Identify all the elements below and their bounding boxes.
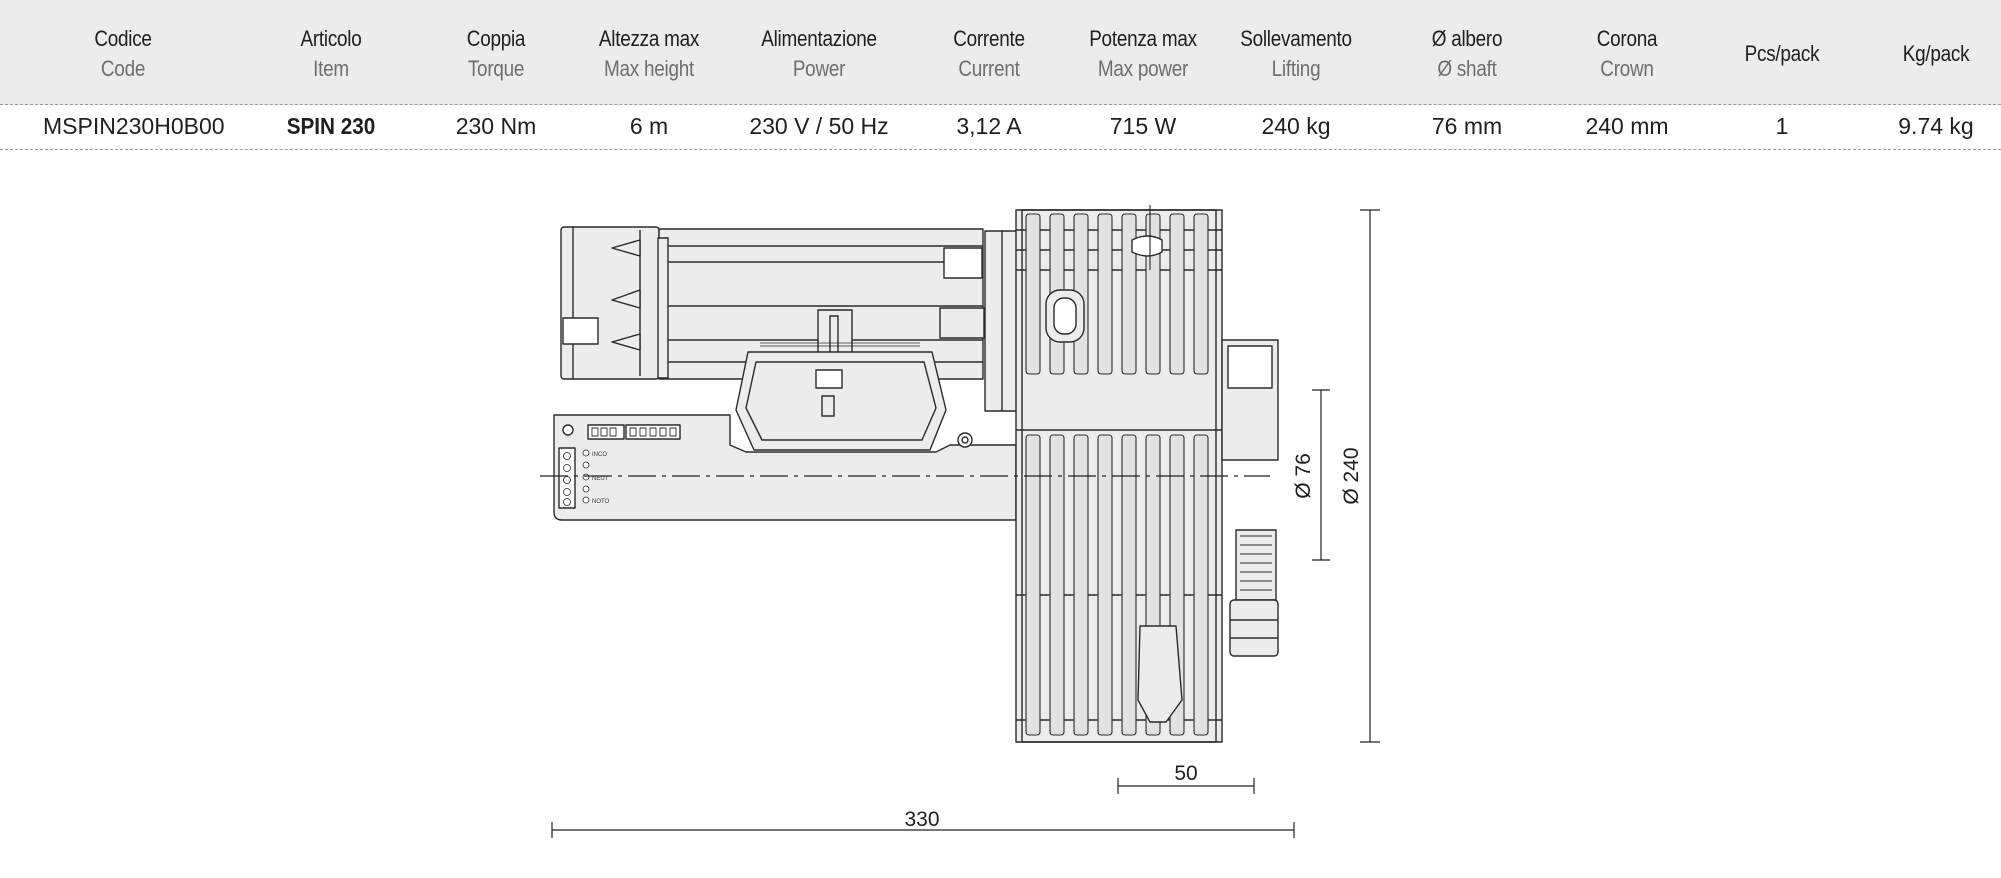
terminal-label-neut: NEUT [592, 476, 609, 482]
header-torque-en: Torque [467, 56, 525, 81]
header-current-it: Corrente [953, 26, 1025, 51]
cell-max-height: 6 m [629, 113, 669, 139]
terminal-label-inco: INCO [592, 452, 607, 458]
dimension-label-crown: Ø 240 [1340, 447, 1363, 504]
header-max-power-it: Potenza max [1089, 26, 1197, 51]
header-torque-it: Coppia [466, 26, 526, 51]
header-shaft-it: Ø albero [1431, 26, 1503, 51]
spec-table: Codice Code MSPIN230H0B00 Articolo Item … [0, 0, 2001, 150]
cell-crown: 240 mm [1585, 113, 1669, 139]
cell-torque: 230 Nm [455, 113, 537, 139]
header-power-en: Power [792, 56, 846, 81]
header-code-it: Codice [94, 26, 152, 51]
dimension-label-50: 50 [1174, 762, 1197, 785]
cell-item: SPIN 230 [286, 113, 376, 139]
header-kg-pack: Kg/pack [1902, 41, 1970, 66]
header-max-height-it: Altezza max [598, 26, 700, 51]
dimension-crown-240 [1360, 209, 1380, 743]
limit-switch-housing [735, 309, 947, 451]
header-item-en: Item [313, 56, 349, 81]
terminal-label-noto: NOTO [592, 499, 610, 505]
cell-lifting: 240 kg [1261, 113, 1331, 139]
row-divider [0, 149, 2001, 150]
cell-shaft: 76 mm [1431, 113, 1503, 139]
dimension-label-330: 330 [904, 808, 939, 831]
control-base [553, 414, 1017, 521]
header-crown-it: Corona [1596, 26, 1658, 51]
header-lifting-en: Lifting [1271, 56, 1321, 81]
header-shaft-en: Ø shaft [1437, 56, 1497, 81]
cell-code: MSPIN230H0B00 [43, 113, 225, 139]
table-header-band [0, 0, 2001, 105]
cell-pcs-pack: 1 [1775, 113, 1789, 139]
dimension-shaft-76 [1312, 389, 1330, 561]
header-max-height-en: Max height [604, 56, 694, 81]
cell-power: 230 V / 50 Hz [749, 113, 889, 139]
header-item-it: Articolo [300, 26, 362, 51]
dimension-offset-50 [1117, 778, 1255, 794]
dimension-label-shaft: Ø 76 [1292, 453, 1315, 499]
dimension-width-330 [551, 822, 1295, 838]
terminal-labels: INCO NEUT NOTO [592, 452, 610, 505]
header-code-en: Code [100, 56, 146, 81]
cell-kg-pack: 9.74 kg [1898, 113, 1974, 139]
header-lifting-it: Sollevamento [1240, 26, 1352, 51]
header-crown-en: Crown [1600, 56, 1654, 81]
motor-end-cap [560, 226, 660, 380]
cell-max-power: 715 W [1109, 113, 1177, 139]
header-pcs-pack: Pcs/pack [1744, 41, 1820, 66]
header-max-power-en: Max power [1097, 56, 1189, 81]
shaft-hub [1221, 339, 1279, 657]
cell-current: 3,12 A [956, 113, 1022, 139]
header-current-en: Current [958, 56, 1020, 81]
header-power-it: Alimentazione [761, 26, 877, 51]
